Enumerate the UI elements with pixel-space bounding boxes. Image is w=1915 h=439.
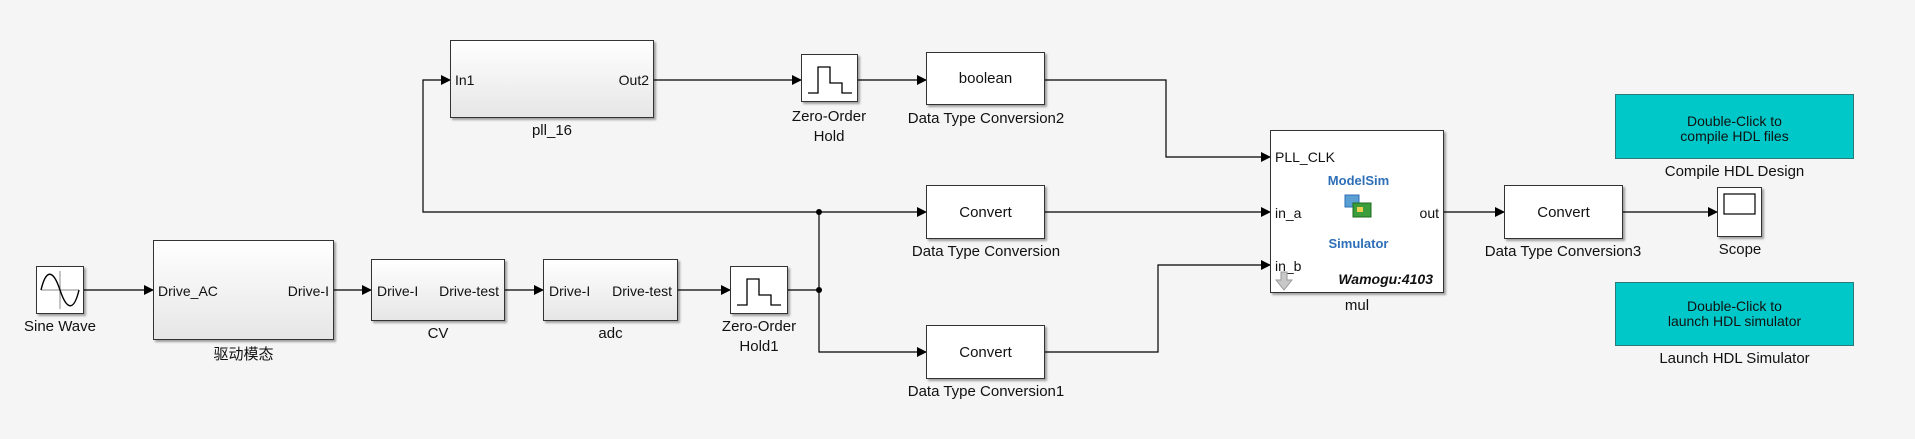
data-type-conversion2-text: boolean: [958, 70, 1013, 87]
launch-hdl-line2: launch HDL simulator: [1667, 313, 1802, 329]
branch-point-1: [816, 209, 822, 215]
pll-subsystem-block[interactable]: In1 Out2: [450, 40, 654, 118]
data-type-conversion2-block[interactable]: boolean: [926, 52, 1045, 105]
wire-branch-pll: [422, 75, 819, 213]
data-type-conversion-block[interactable]: Convert: [926, 185, 1045, 239]
wire-dtc1-mul: [1045, 260, 1271, 353]
drive-subsystem-block[interactable]: Drive_AC Drive-I: [153, 240, 334, 340]
adc-output-port: Drive-test: [612, 283, 672, 299]
zero-order-hold-block[interactable]: [801, 54, 858, 102]
drive-subsystem-label: 驱动模态: [213, 346, 274, 363]
compile-hdl-line2: compile HDL files: [1680, 128, 1789, 144]
zero-order-hold-icon: [808, 66, 852, 94]
down-arrow-icon: [1275, 271, 1293, 291]
zero-order-hold1-label-line1: Zero-Order: [721, 318, 797, 335]
mul-pll-clk-port: PLL_CLK: [1275, 149, 1335, 165]
cv-input-port: Drive-I: [377, 283, 419, 299]
scope-label: Scope: [1718, 241, 1762, 258]
compile-hdl-line1: Double-Click to: [1687, 113, 1782, 129]
wire-dtc2-mul: [1045, 79, 1271, 162]
data-type-conversion1-block[interactable]: Convert: [926, 325, 1045, 379]
sine-wave-label: Sine Wave: [24, 318, 96, 335]
mul-tag-text: Wamogu:4103: [1338, 271, 1433, 287]
zero-order-hold-label-line2: Hold: [813, 128, 845, 145]
mul-in-b-port: in_b: [1275, 258, 1302, 274]
zero-order-hold-label-line1: Zero-Order: [791, 108, 867, 125]
cv-output-port: Drive-test: [439, 283, 499, 299]
data-type-conversion-label: Data Type Conversion: [911, 243, 1061, 260]
sine-wave-block[interactable]: [36, 266, 84, 314]
mul-in-a-port: in_a: [1275, 205, 1302, 221]
sine-wave-icon: [40, 271, 80, 309]
cv-subsystem-block[interactable]: Drive-I Drive-test: [371, 259, 505, 321]
data-type-conversion1-label: Data Type Conversion1: [907, 383, 1065, 400]
data-type-conversion-text: Convert: [959, 204, 1012, 221]
simulator-logo-text: Simulator: [1328, 236, 1389, 251]
branch-point-2: [816, 287, 822, 293]
data-type-conversion2-label: Data Type Conversion2: [907, 110, 1065, 127]
wire-branch-dtc1: [818, 290, 927, 357]
adc-subsystem-block[interactable]: Drive-I Drive-test: [543, 259, 678, 321]
adc-input-port: Drive-I: [549, 283, 591, 299]
mul-out-port: out: [1419, 205, 1439, 221]
launch-hdl-line1: Double-Click to: [1687, 298, 1782, 314]
compile-hdl-button[interactable]: Double-Click to compile HDL files: [1615, 94, 1854, 159]
modelsim-chip-icon: [1344, 194, 1372, 218]
mul-cosimulation-block[interactable]: PLL_CLK in_a in_b out ModelSim Simulator…: [1270, 130, 1444, 293]
modelsim-logo-text: ModelSim: [1327, 173, 1390, 188]
data-type-conversion3-label: Data Type Conversion3: [1484, 243, 1642, 260]
data-type-conversion3-block[interactable]: Convert: [1504, 185, 1623, 239]
pll-input-port: In1: [455, 72, 475, 88]
data-type-conversion1-text: Convert: [959, 344, 1012, 361]
zero-order-hold-icon: [737, 278, 781, 306]
pll-output-port: Out2: [618, 72, 649, 88]
data-type-conversion3-text: Convert: [1537, 204, 1590, 221]
adc-subsystem-label: adc: [598, 325, 623, 342]
pll-subsystem-label: pll_16: [531, 122, 573, 139]
scope-block[interactable]: [1717, 187, 1762, 237]
mul-block-label: mul: [1344, 297, 1370, 314]
zero-order-hold1-block[interactable]: [730, 266, 788, 314]
drive-input-port: Drive_AC: [158, 283, 218, 299]
launch-hdl-simulator-button[interactable]: Double-Click to launch HDL simulator: [1615, 282, 1854, 346]
cv-subsystem-label: CV: [427, 325, 449, 342]
zero-order-hold1-label-line2: Hold1: [739, 338, 779, 355]
launch-hdl-simulator-label: Launch HDL Simulator: [1659, 350, 1810, 367]
scope-screen-icon: [1723, 193, 1756, 215]
compile-hdl-label: Compile HDL Design: [1664, 163, 1805, 180]
drive-output-port: Drive-I: [287, 283, 329, 299]
